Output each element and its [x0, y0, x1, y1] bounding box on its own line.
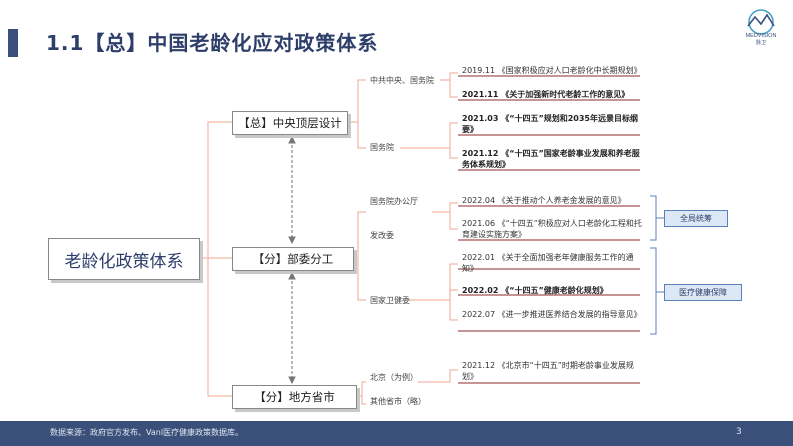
- policy-item: 2022.02 《“十四五”健康老龄化规划》: [462, 286, 608, 295]
- policy-item: 2022.07 《进一步推进医养结合发展的指导意见》: [462, 310, 642, 319]
- org-label: 北京（为例）: [370, 373, 418, 382]
- branch-central: 【总】中央顶层设计: [232, 111, 348, 135]
- footer-bar: [0, 421, 793, 446]
- policy-item: 2021.11 《关于加强新时代老龄工作的意见》: [462, 90, 630, 99]
- policy-item: 2021.03 《“十四五”规划和2035年远景目标纲要》: [462, 114, 639, 134]
- policy-item: 2022.04 《关于推动个人养老金发展的意见》: [462, 196, 626, 205]
- page-title: 1.1【总】中国老龄化应对政策体系: [46, 31, 379, 55]
- logo-text: MEDVISION: [746, 33, 777, 39]
- policy-item: 2019.11 《国家积极应对人口老龄化中长期规划》: [462, 66, 642, 75]
- branch-ministries: 【分】部委分工: [232, 247, 354, 271]
- org-label: 国务院: [370, 143, 394, 152]
- policy-item: 2021.12 《“十四五”国家老龄事业发展和养老服务体系规划》: [462, 149, 640, 169]
- tag-overall-coordination: 全局统筹: [664, 210, 728, 227]
- page-number: 3: [736, 427, 742, 437]
- branch-local: 【分】地方省市: [232, 385, 357, 409]
- policy-item: 2022.01 《关于全面加强老年健康服务工作的通知》: [462, 253, 634, 273]
- title-accent-bar: [8, 29, 18, 57]
- org-label: 国家卫健委: [370, 296, 410, 305]
- org-label: 发改委: [370, 231, 394, 240]
- logo-mark-icon: MEDVISION 脉卫: [746, 9, 777, 46]
- org-label: 国务院办公厅: [370, 197, 418, 206]
- org-label: 中共中央、国务院: [370, 76, 434, 85]
- policy-item: 2021.06 《“十四五”积极应对人口老龄化工程和托育建设实施方案》: [462, 219, 642, 239]
- data-source-note: 数据来源：政府官方发布、Vanl医疗健康政策数据库。: [50, 428, 244, 437]
- org-label: 其他省市（略）: [370, 397, 426, 406]
- tag-healthcare-security: 医疗健康保障: [664, 284, 742, 301]
- policy-item: 2021.12 《北京市“十四五”时期老龄事业发展规划》: [462, 361, 634, 381]
- root-node: 老龄化政策体系: [48, 238, 200, 280]
- logo-subtext: 脉卫: [756, 39, 766, 46]
- medvision-logo: MEDVISION 脉卫: [736, 6, 786, 46]
